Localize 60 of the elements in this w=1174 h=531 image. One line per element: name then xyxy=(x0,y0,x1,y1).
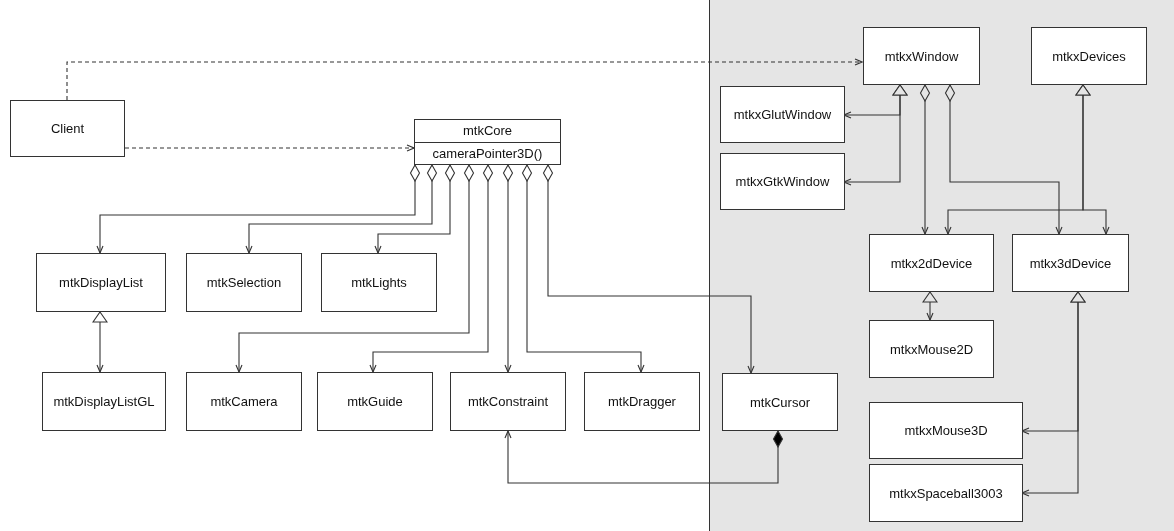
inheritance-arrow xyxy=(92,311,108,373)
aggregation-arrow xyxy=(919,84,931,235)
dependency-arrow xyxy=(66,58,863,101)
class-name: mtkxWindow xyxy=(883,48,960,64)
class-box xyxy=(869,464,1023,522)
class-box xyxy=(317,372,433,431)
class-name: mtkxDevices xyxy=(1051,48,1127,64)
aggregation-arrow xyxy=(96,164,421,254)
aggregation-arrow xyxy=(245,164,438,254)
class-name: mtkDisplayListGL xyxy=(52,394,156,409)
class-box xyxy=(414,119,561,165)
class-box xyxy=(186,253,302,312)
class-name: mtkGuide xyxy=(346,394,404,409)
inheritance-arrow xyxy=(1075,84,1110,235)
class-box xyxy=(584,372,700,431)
class-name: mtkxGlutWindow xyxy=(732,107,833,122)
package-panel xyxy=(709,0,1174,531)
class-box xyxy=(720,86,845,143)
class-name: mtkDragger xyxy=(607,394,677,409)
aggregation-arrow xyxy=(542,164,755,374)
class-name: mtkLights xyxy=(350,275,408,290)
class-name: mtkx2dDevice xyxy=(889,255,974,271)
class-box xyxy=(1031,27,1147,85)
class-box xyxy=(869,234,994,292)
class-name: mtkCursor xyxy=(749,394,811,410)
class-box xyxy=(186,372,302,431)
class-name: mtkxSpaceball3003 xyxy=(888,485,1004,501)
class-box xyxy=(450,372,566,431)
aggregation-arrow xyxy=(521,164,645,373)
composition-arrow xyxy=(504,430,784,484)
aggregation-arrow xyxy=(502,164,514,373)
class-box xyxy=(869,320,994,378)
inheritance-arrow xyxy=(922,291,938,321)
class-name: mtkxGtkWindow xyxy=(734,174,831,189)
class-box xyxy=(1012,234,1129,292)
class-box xyxy=(722,373,838,431)
class-name: mtkxMouse3D xyxy=(903,423,989,438)
class-box xyxy=(42,372,166,431)
class-box xyxy=(10,100,125,157)
class-name: mtkCore xyxy=(461,122,514,141)
class-name: mtkConstraint xyxy=(466,394,550,409)
aggregation-arrow xyxy=(369,164,494,373)
class-name: mtkSelection xyxy=(205,275,283,290)
inheritance-arrow xyxy=(1021,291,1086,497)
class-box xyxy=(36,253,166,312)
aggregation-arrow xyxy=(235,164,475,373)
class-box xyxy=(321,253,437,312)
class-box xyxy=(869,402,1023,459)
method-name: cameraPointer3D() xyxy=(415,141,560,164)
class-name: mtkCamera xyxy=(209,394,279,409)
dependency-arrow xyxy=(124,144,415,152)
aggregation-arrow xyxy=(374,164,456,254)
class-name: mtkDisplayList xyxy=(58,275,144,290)
class-box xyxy=(720,153,845,210)
inheritance-arrow xyxy=(843,84,908,186)
class-name: mtkxMouse2D xyxy=(888,341,975,357)
class-name: Client xyxy=(49,121,86,136)
aggregation-arrow xyxy=(944,84,1063,235)
class-name: mtkx3dDevice xyxy=(1028,255,1113,271)
class-box xyxy=(863,27,980,85)
